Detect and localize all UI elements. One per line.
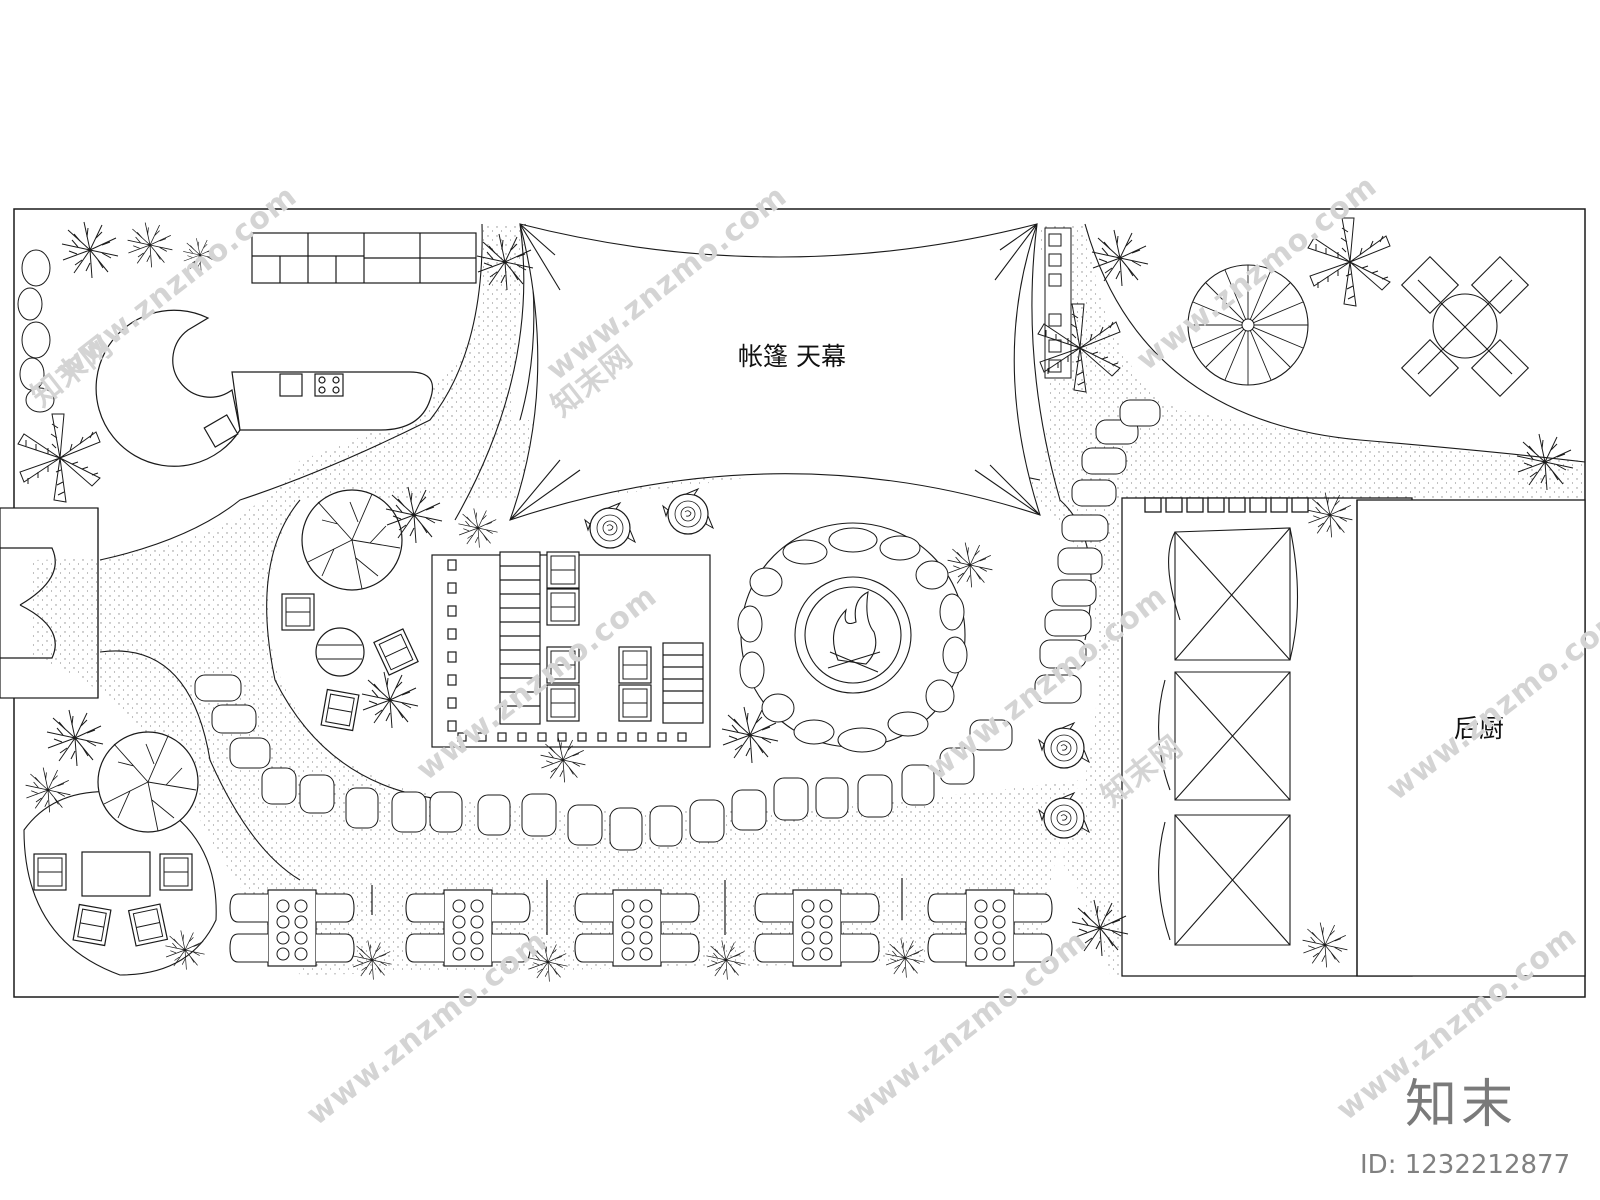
- tent-canopy-label: 帐篷 天幕: [738, 342, 846, 371]
- fire-pit-stones: [737, 527, 968, 753]
- dividers: [371, 878, 903, 935]
- umbrella-set-1: [1187, 264, 1309, 386]
- fire-pit: [740, 522, 966, 748]
- tent-pavilions: [1158, 527, 1299, 946]
- image-id: ID: 1232212877: [1360, 1150, 1571, 1180]
- tent-canopy: [454, 223, 1041, 521]
- rock-border: [17, 249, 55, 413]
- back-kitchen-label: 后厨: [1454, 714, 1504, 743]
- back-kitchen: [1121, 497, 1586, 977]
- round-table: [281, 593, 419, 732]
- planter-column: [1044, 227, 1072, 379]
- brand-logo: 知末: [1405, 1075, 1518, 1135]
- tree-canopy: [301, 489, 403, 591]
- kitchen-cabinets: [251, 232, 477, 284]
- tree-canopy: [97, 731, 199, 833]
- umbrella-set-2: [1400, 255, 1530, 398]
- garden-seating: [33, 851, 193, 947]
- bar-counter: [95, 309, 434, 467]
- stepping-stones: [194, 399, 1161, 851]
